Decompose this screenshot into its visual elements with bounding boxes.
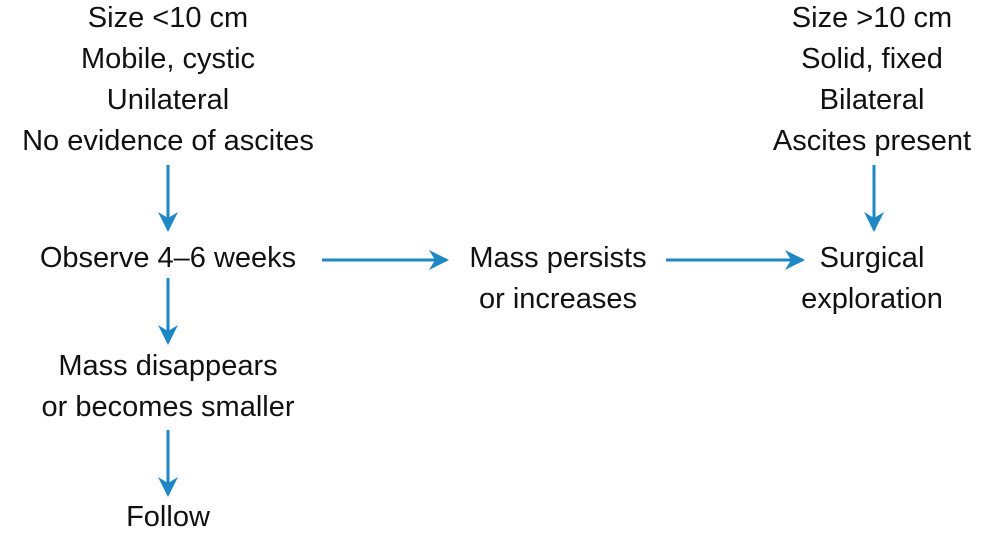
large-mass-criteria: Size >10 cm Solid, fixed Bilateral Ascit… <box>752 0 987 162</box>
observe-node: Observe 4–6 weeks <box>8 238 328 279</box>
criteria-line: Ascites present <box>772 125 972 157</box>
surgical-exploration-node: Surgical exploration <box>772 238 972 320</box>
criteria-line: Bilateral <box>819 84 925 116</box>
criteria-line: No evidence of ascites <box>22 125 314 157</box>
mass-disappears-node: Mass disappears or becomes smaller <box>8 346 328 428</box>
small-mass-criteria: Size <10 cm Mobile, cystic Unilateral No… <box>0 0 336 162</box>
disappears-line: Mass disappears <box>58 350 278 382</box>
criteria-line: Size <10 cm <box>87 2 249 34</box>
criteria-line: Size >10 cm <box>791 2 953 34</box>
mass-persists-node: Mass persists or increases <box>448 238 668 320</box>
follow-label: Follow <box>126 501 210 533</box>
observe-label: Observe 4–6 weeks <box>39 242 297 274</box>
criteria-line: Solid, fixed <box>801 43 943 75</box>
surgical-line: Surgical <box>819 242 925 274</box>
surgical-line: exploration <box>801 283 943 315</box>
disappears-line: or becomes smaller <box>41 391 295 423</box>
persists-line: Mass persists <box>469 242 647 274</box>
criteria-line: Unilateral <box>106 84 230 116</box>
follow-node: Follow <box>68 497 268 538</box>
persists-line: or increases <box>479 283 637 315</box>
criteria-line: Mobile, cystic <box>80 43 256 75</box>
